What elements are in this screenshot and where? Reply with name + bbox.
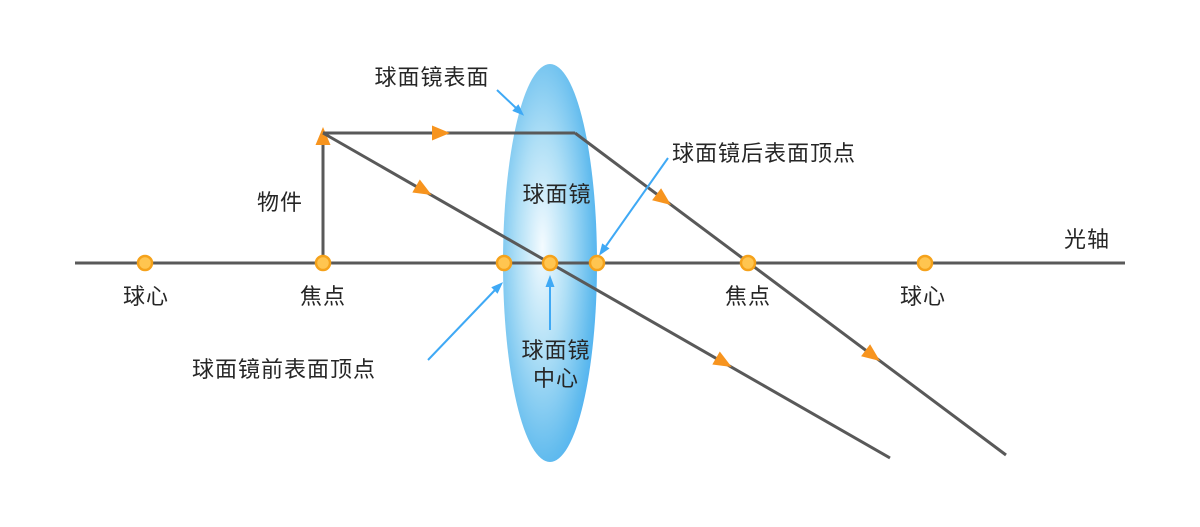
ray2-arrowhead-icon — [412, 179, 432, 195]
front-vertex-leader-line — [427, 289, 496, 361]
rear-vertex-leader-line — [605, 157, 669, 247]
ray1-arrowhead2-icon — [652, 188, 672, 205]
point-lens-center — [541, 254, 559, 272]
label-mirror: 球面镜 — [522, 182, 592, 207]
ray2-center-segment — [322, 131, 891, 460]
point-rear-vertex — [588, 254, 606, 272]
ray1-arrowhead3-icon — [861, 344, 881, 361]
point-sphere-center-right — [916, 254, 934, 272]
label-mirror-center-line1: 球面镜 — [521, 338, 591, 363]
surface-leader-arrowhead-icon — [512, 104, 525, 116]
surface-leader-line — [496, 89, 517, 109]
ray1-arrowhead-icon — [432, 125, 450, 141]
label-sphere-center-right: 球心 — [899, 284, 947, 309]
label-rear-vertex: 球面镜后表面顶点 — [672, 141, 857, 166]
label-mirror-center-line2: 中心 — [532, 365, 580, 391]
label-front-vertex: 球面镜前表面顶点 — [192, 357, 377, 382]
point-front-vertex — [495, 254, 513, 272]
object-arrowhead-icon — [315, 127, 331, 145]
point-focal-right — [739, 254, 757, 272]
ray2-arrowhead2-icon — [712, 351, 732, 367]
label-sphere-center-left: 球心 — [122, 284, 170, 309]
label-focal-right: 焦点 — [724, 284, 772, 309]
label-object: 物件 — [257, 190, 304, 215]
center-leader-arrowhead-icon — [545, 275, 555, 287]
point-sphere-center-left — [136, 254, 154, 272]
label-mirror-surface: 球面镜表面 — [374, 65, 490, 90]
label-optical-axis: 光轴 — [1063, 227, 1111, 252]
rear-vertex-leader-arrowhead-icon — [598, 243, 610, 256]
point-focal-left — [314, 254, 332, 272]
label-focal-left: 焦点 — [299, 284, 347, 309]
label-mirror-center: 球面镜 中心 — [521, 337, 590, 392]
front-vertex-leader-arrowhead-icon — [491, 282, 504, 294]
